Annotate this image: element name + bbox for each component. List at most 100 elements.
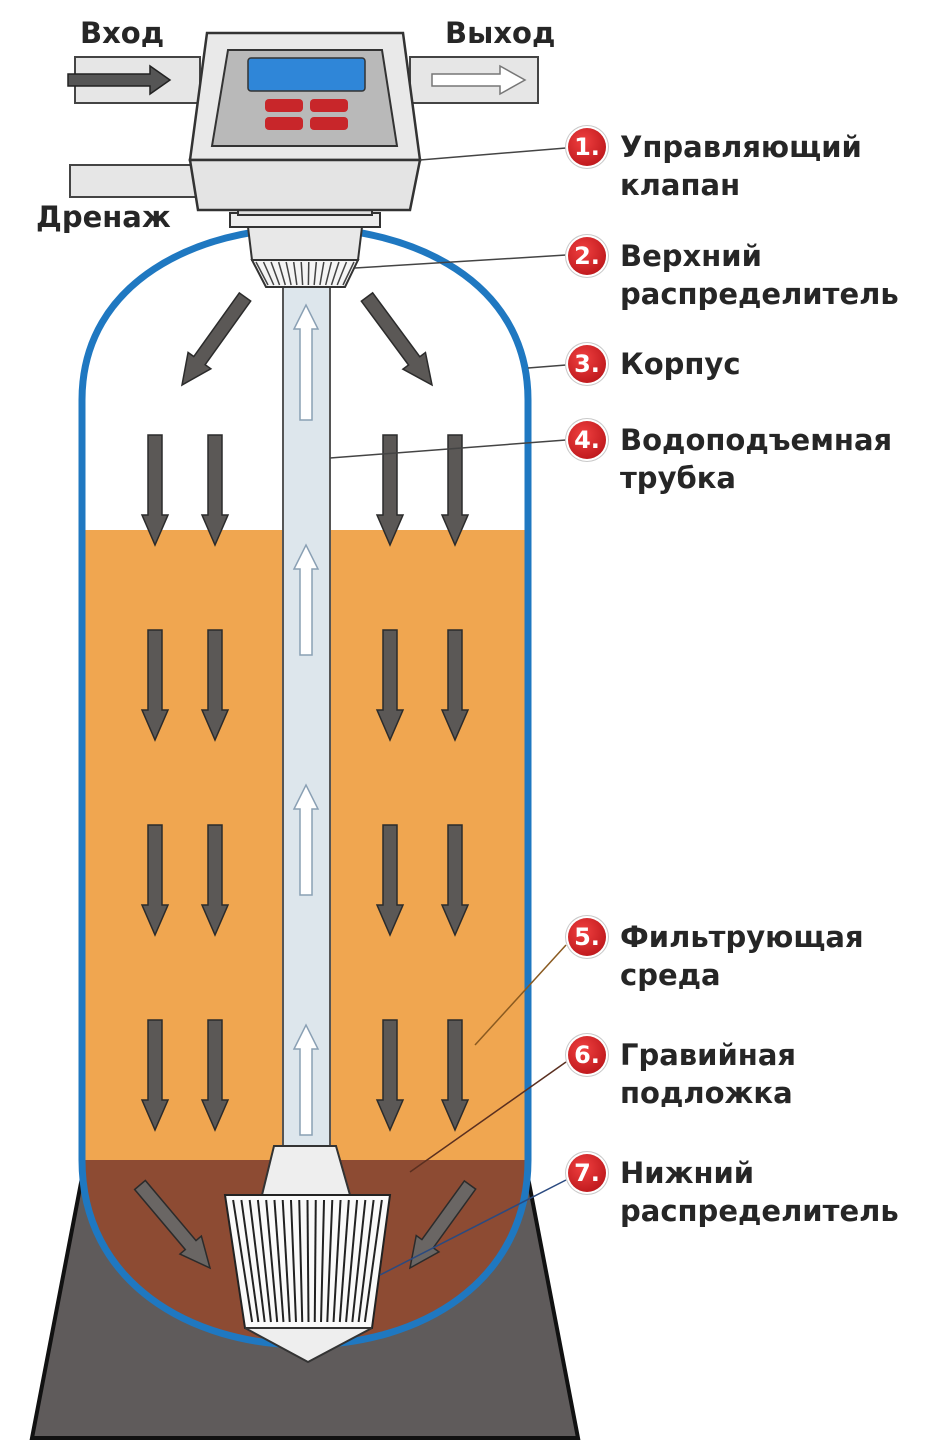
- rib: [281, 1199, 291, 1323]
- down-arrow-icon: [133, 1179, 212, 1270]
- part-name-line2: среда: [620, 958, 721, 992]
- valve-button: [310, 99, 348, 112]
- up-arrow-icon: [292, 543, 320, 656]
- part-name: Управляющий клапан: [620, 128, 862, 204]
- down-arrow-icon: [375, 629, 405, 742]
- down-arrow-icon: [440, 1019, 470, 1132]
- number-badge: 7.: [568, 1154, 606, 1192]
- up-arrow-icon: [292, 1023, 320, 1136]
- part-name-line2: трубка: [620, 461, 736, 495]
- part-name: Гравийная подложка: [620, 1036, 796, 1112]
- rib: [292, 261, 298, 286]
- rib: [298, 1199, 304, 1323]
- valve-display: [247, 57, 366, 92]
- rib: [313, 1199, 317, 1323]
- rib: [357, 1199, 375, 1323]
- drain-label: Дренаж: [36, 200, 171, 234]
- rib: [289, 1199, 297, 1323]
- part-name: Верхний распределитель: [620, 237, 899, 313]
- number-badge: 3.: [568, 345, 606, 383]
- part-name-line2: подложка: [620, 1076, 793, 1110]
- down-arrow-icon: [408, 1179, 477, 1270]
- number-badge: 4.: [568, 421, 606, 459]
- rib: [270, 261, 281, 286]
- drain-pipe: [69, 164, 201, 198]
- rib: [351, 1199, 367, 1323]
- part-name-line1: Гравийная: [620, 1038, 797, 1072]
- part-name-line2: распределитель: [620, 1194, 899, 1228]
- valve-button: [265, 117, 303, 130]
- part-name: Нижний распределитель: [620, 1154, 899, 1230]
- rib: [336, 261, 348, 286]
- inlet-label: Вход: [80, 16, 165, 50]
- up-flow-arrows: [292, 303, 320, 1136]
- down-arrow-icon: [200, 434, 230, 547]
- down-arrow-icon: [375, 824, 405, 937]
- up-arrow-icon: [292, 303, 320, 421]
- part-name-line2: распределитель: [620, 277, 899, 311]
- rib: [320, 1199, 326, 1323]
- rib: [342, 261, 355, 286]
- inlet-arrow-icon: [67, 64, 172, 96]
- valve-button: [265, 99, 303, 112]
- part-name-line1: Водоподъемная: [620, 423, 893, 457]
- valve-button: [310, 117, 348, 130]
- number-badge: 6.: [568, 1036, 606, 1074]
- part-name-line1: Управляющий: [620, 130, 862, 164]
- down-arrow-icon: [200, 1019, 230, 1132]
- part-name: Фильтрующая среда: [620, 918, 864, 994]
- down-arrow-icon: [440, 824, 470, 937]
- rib: [338, 1199, 350, 1323]
- part-name: Корпус: [620, 345, 741, 383]
- outlet-label: Выход: [445, 16, 556, 50]
- rib: [324, 261, 333, 286]
- rib: [345, 1199, 359, 1323]
- part-name-line1: Верхний: [620, 239, 762, 273]
- part-name-line2: клапан: [620, 168, 741, 202]
- tank-shell: [78, 224, 532, 1349]
- rib: [265, 1199, 279, 1323]
- rib: [255, 261, 269, 286]
- number-badge: 5.: [568, 918, 606, 956]
- rib: [330, 261, 340, 286]
- top-distributor: [246, 226, 364, 261]
- down-arrow-icon: [375, 434, 405, 547]
- part-name-line1: Нижний: [620, 1156, 755, 1190]
- rib: [232, 1199, 254, 1323]
- rib: [319, 261, 325, 286]
- part-name-line1: Корпус: [620, 347, 741, 381]
- rib: [248, 1199, 266, 1323]
- rib: [326, 1199, 334, 1323]
- rib: [306, 1199, 310, 1323]
- leader-lines: [329, 147, 567, 1276]
- down-arrow-icon: [140, 434, 170, 547]
- rib: [332, 1199, 342, 1323]
- rib: [313, 261, 318, 286]
- rib: [273, 1199, 285, 1323]
- down-arrow-icon: [180, 291, 252, 387]
- rib: [240, 1199, 260, 1323]
- part-name: Водоподъемная трубка: [620, 421, 892, 497]
- down-flow-arrows: [133, 291, 477, 1270]
- outlet-arrow-icon: [431, 64, 527, 96]
- rib: [285, 261, 292, 286]
- rib: [262, 261, 275, 286]
- number-badge: 1.: [568, 128, 606, 166]
- down-arrow-icon: [140, 1019, 170, 1132]
- down-arrow-icon: [440, 629, 470, 742]
- part-name-line1: Фильтрующая: [620, 920, 864, 954]
- rib: [363, 1199, 383, 1323]
- down-arrow-icon: [140, 629, 170, 742]
- up-arrow-icon: [292, 783, 320, 896]
- down-arrow-icon: [200, 629, 230, 742]
- down-arrow-icon: [140, 824, 170, 937]
- down-arrow-icon: [360, 291, 434, 387]
- down-arrow-icon: [375, 1019, 405, 1132]
- rib: [300, 261, 304, 286]
- rib: [256, 1199, 272, 1323]
- down-arrow-icon: [200, 824, 230, 937]
- number-badge: 2.: [568, 237, 606, 275]
- rib: [277, 261, 287, 286]
